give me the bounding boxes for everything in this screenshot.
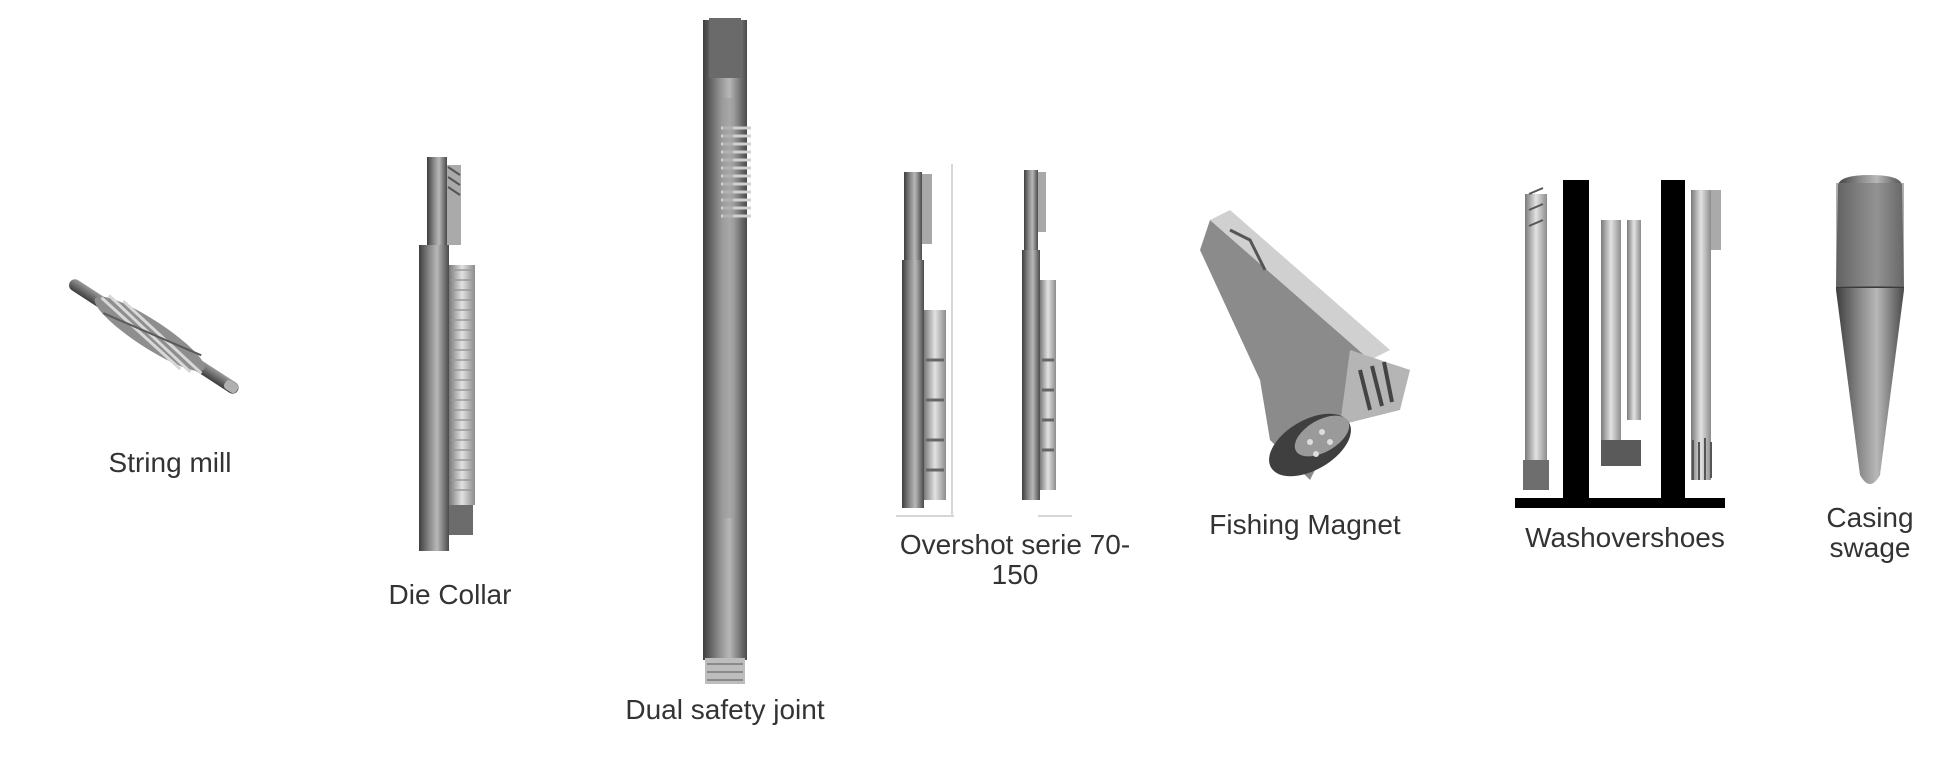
dual-safety-joint-icon [703,18,751,684]
die-collar-icon [419,157,475,551]
overshot-icon [896,164,1072,517]
tool-label: Casing swage [1826,502,1914,563]
washovershoes-icon [1515,180,1725,508]
casing-swage-icon [1836,175,1904,484]
tool-label: Overshot serie 70-150 [899,529,1131,590]
tool-overshot: Overshot serie 70-150 [890,160,1170,600]
tool-casing-swage: Casing swage [1805,170,1935,580]
tool-dual-safety-joint: Dual safety joint [605,18,845,728]
tool-label: String mill [108,447,232,478]
tool-fishing-magnet: Fishing Magnet [1190,210,1420,550]
tool-washovershoes: Washovershoes [1505,180,1745,560]
tool-label: Die Collar [388,579,512,610]
tool-string-mill: String mill [40,270,300,490]
tool-label: Dual safety joint [625,694,825,725]
string-mill-icon [69,279,239,394]
tool-die-collar: Die Collar [370,155,530,615]
fishing-magnet-icon [1200,210,1410,480]
tool-label: Fishing Magnet [1209,509,1401,540]
tool-label: Washovershoes [1525,522,1725,553]
